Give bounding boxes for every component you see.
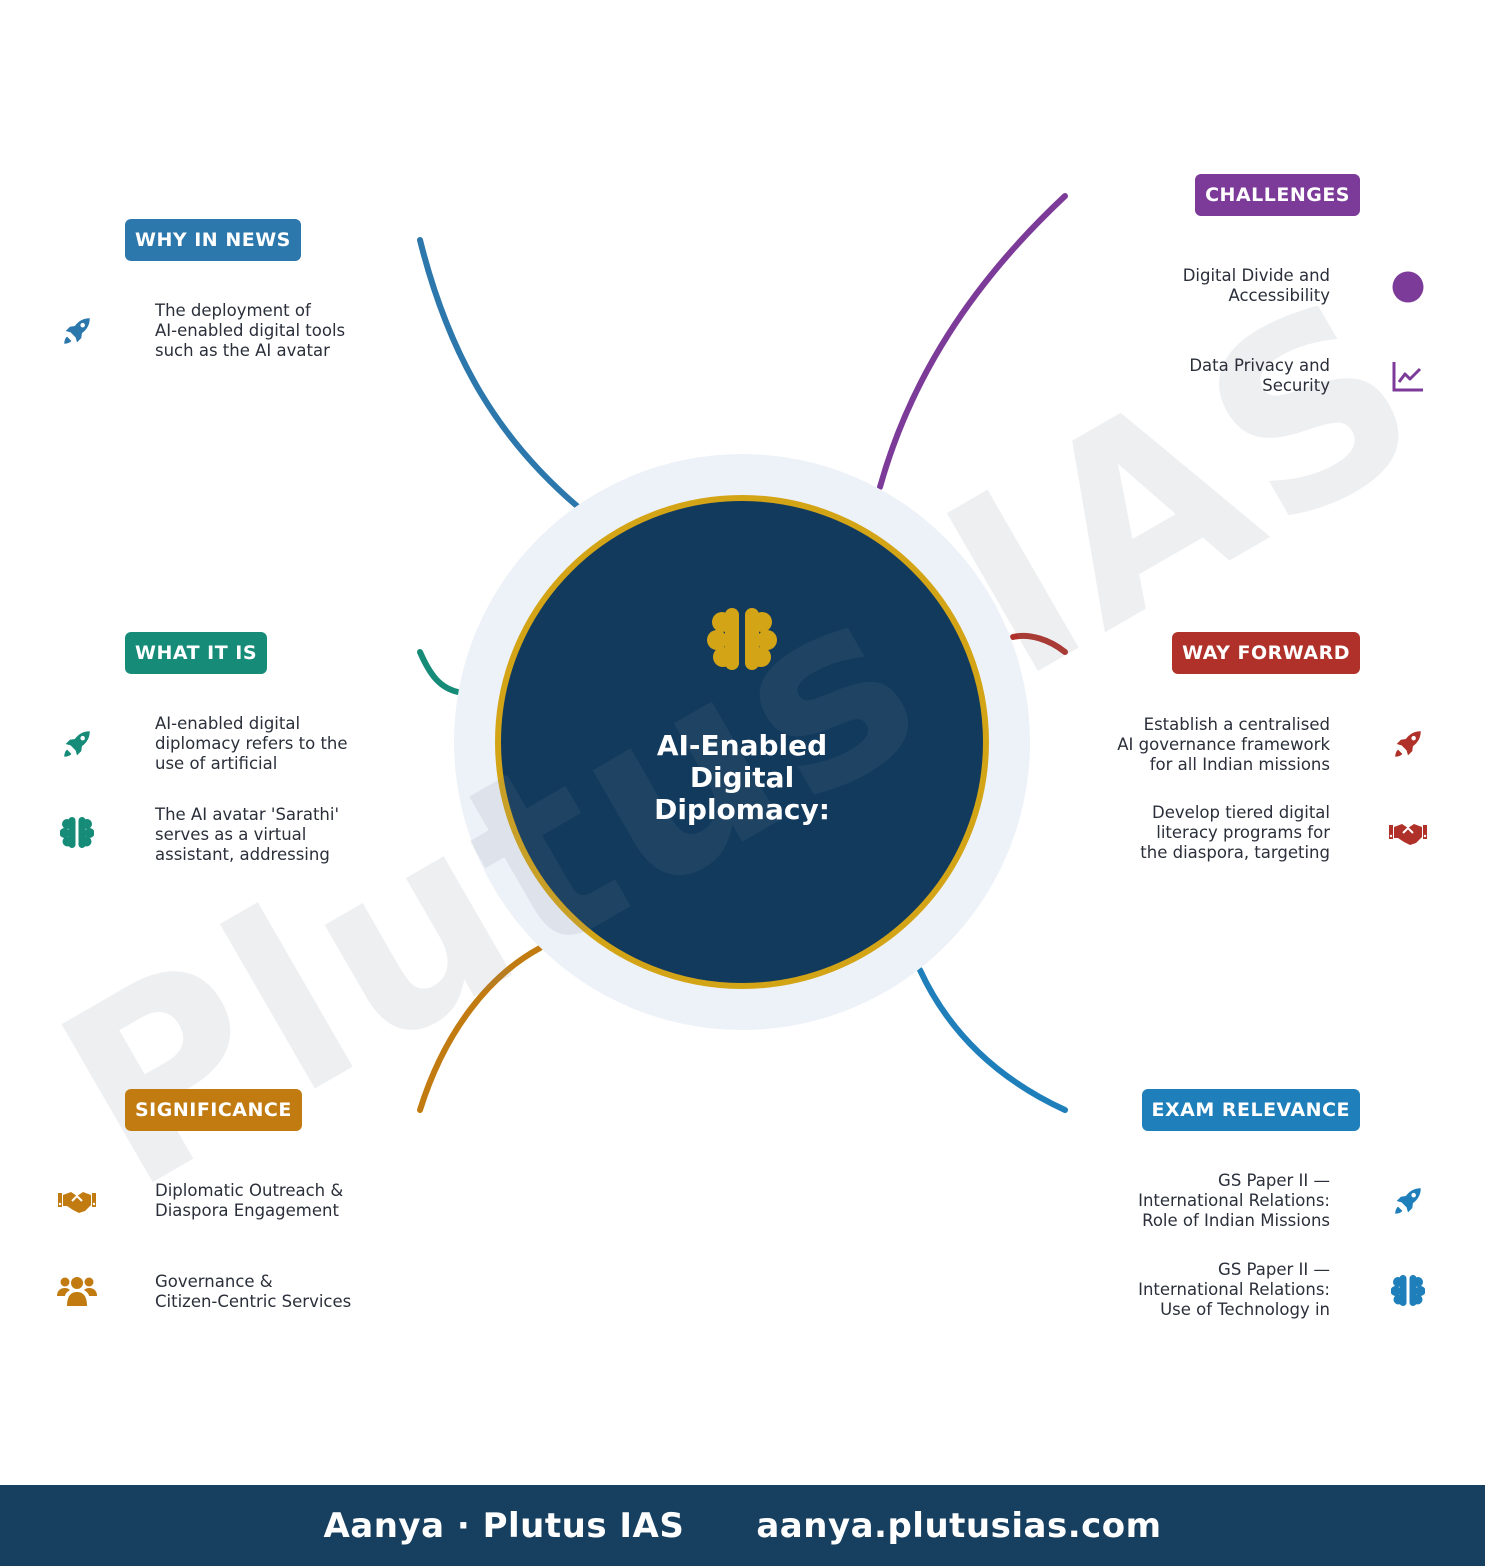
item-text: Diplomatic Outreach & Diaspora Engagemen… bbox=[155, 1181, 344, 1220]
badge-significance: SIGNIFICANCE bbox=[125, 1089, 302, 1131]
rocket-icon bbox=[57, 724, 97, 764]
circle-icon bbox=[1388, 267, 1428, 307]
footer: Aanya · Plutus IAS aanya.plutusias.com bbox=[0, 1485, 1485, 1566]
badge-way-forward: WAY FORWARD bbox=[1172, 632, 1360, 674]
center-title-line: AI-Enabled bbox=[656, 729, 828, 762]
item-text: Digital Divide and Accessibility bbox=[1182, 266, 1330, 305]
users-icon bbox=[57, 1271, 97, 1311]
item-text: Governance & Citizen-Centric Services bbox=[155, 1272, 352, 1311]
item-text: Establish a centralised AI governance fr… bbox=[1117, 715, 1330, 774]
item-text: Data Privacy and Security bbox=[1189, 356, 1330, 395]
footer-url[interactable]: aanya.plutusias.com bbox=[756, 1505, 1162, 1546]
item-text: The AI avatar 'Sarathi' serves as a virt… bbox=[155, 805, 339, 864]
item-text: AI-enabled digital diplomacy refers to t… bbox=[155, 714, 348, 773]
chart-line-icon bbox=[1388, 356, 1428, 396]
connector-exam-relevance bbox=[917, 967, 1068, 1113]
rocket-icon bbox=[57, 311, 97, 351]
connector-why-in-news bbox=[417, 237, 580, 509]
item-text: Develop tiered digital literacy programs… bbox=[1140, 803, 1330, 862]
center-title-line: Digital bbox=[689, 761, 795, 794]
brain-icon bbox=[707, 608, 777, 670]
item-text: The deployment of AI-enabled digital too… bbox=[155, 301, 346, 360]
badge-exam-relevance: EXAM RELEVANCE bbox=[1141, 1089, 1360, 1131]
center-circle bbox=[495, 495, 989, 989]
brain-icon bbox=[57, 813, 97, 853]
center-title: AI-Enabled Digital Diplomacy: bbox=[592, 730, 892, 826]
badge-challenges: CHALLENGES bbox=[1195, 174, 1360, 216]
item-text: GS Paper II — International Relations: U… bbox=[1138, 1260, 1330, 1319]
handshake-icon bbox=[57, 1181, 97, 1221]
badge-what-it-is: WHAT IT IS bbox=[125, 632, 268, 674]
connector-way-forward bbox=[1010, 632, 1068, 655]
brain-icon bbox=[1388, 1271, 1428, 1311]
connector-challenges bbox=[877, 193, 1068, 490]
rocket-icon bbox=[1388, 1181, 1428, 1221]
badge-why-in-news: WHY IN NEWS bbox=[125, 219, 301, 261]
rocket-icon bbox=[1388, 724, 1428, 764]
footer-brand: Aanya · Plutus IAS bbox=[323, 1505, 685, 1546]
connector-what-it-is bbox=[417, 649, 461, 695]
center-title-line: Diplomacy: bbox=[654, 793, 830, 826]
item-text: GS Paper II — International Relations: R… bbox=[1138, 1171, 1330, 1230]
connector-significance bbox=[417, 945, 543, 1113]
handshake-icon bbox=[1388, 813, 1428, 853]
